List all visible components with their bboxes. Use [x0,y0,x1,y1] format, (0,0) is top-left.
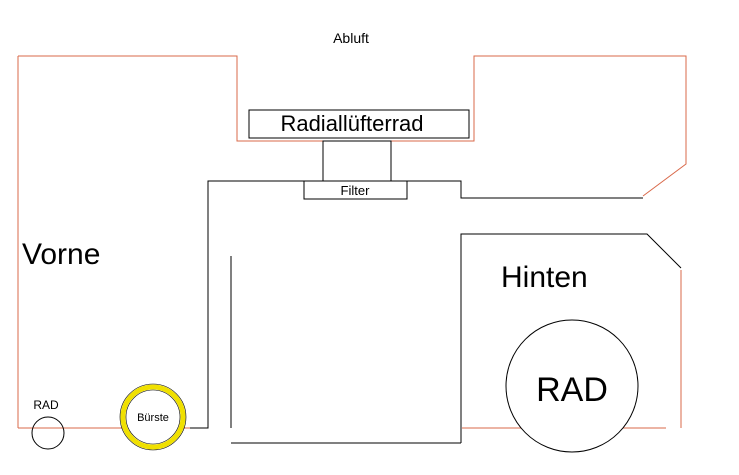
brush-ring-inner-edge [125,389,181,445]
brush-ring-outer-edge [119,383,187,451]
duct-neck [322,140,392,183]
brush-label: Bürste [137,412,169,424]
exhaust-label: Abluft [333,30,369,46]
brush-ring [120,384,186,450]
filter-box [303,180,408,200]
rear-label: Hinten [501,261,588,294]
drive-wheel [505,319,639,453]
dust-chamber [190,180,304,429]
filter-label: Filter [341,183,371,198]
small-wheel [31,416,65,450]
small-wheel-label: RAD [33,398,59,412]
housing-outline [18,55,687,197]
front-label: Vorne [22,238,100,271]
drive-wheel-label: RAD [536,371,608,409]
rear-compartment [460,233,682,443]
impeller-box [248,109,470,139]
impeller-label: Radiallüfterrad [280,111,423,136]
chamber-right-top [407,180,643,199]
